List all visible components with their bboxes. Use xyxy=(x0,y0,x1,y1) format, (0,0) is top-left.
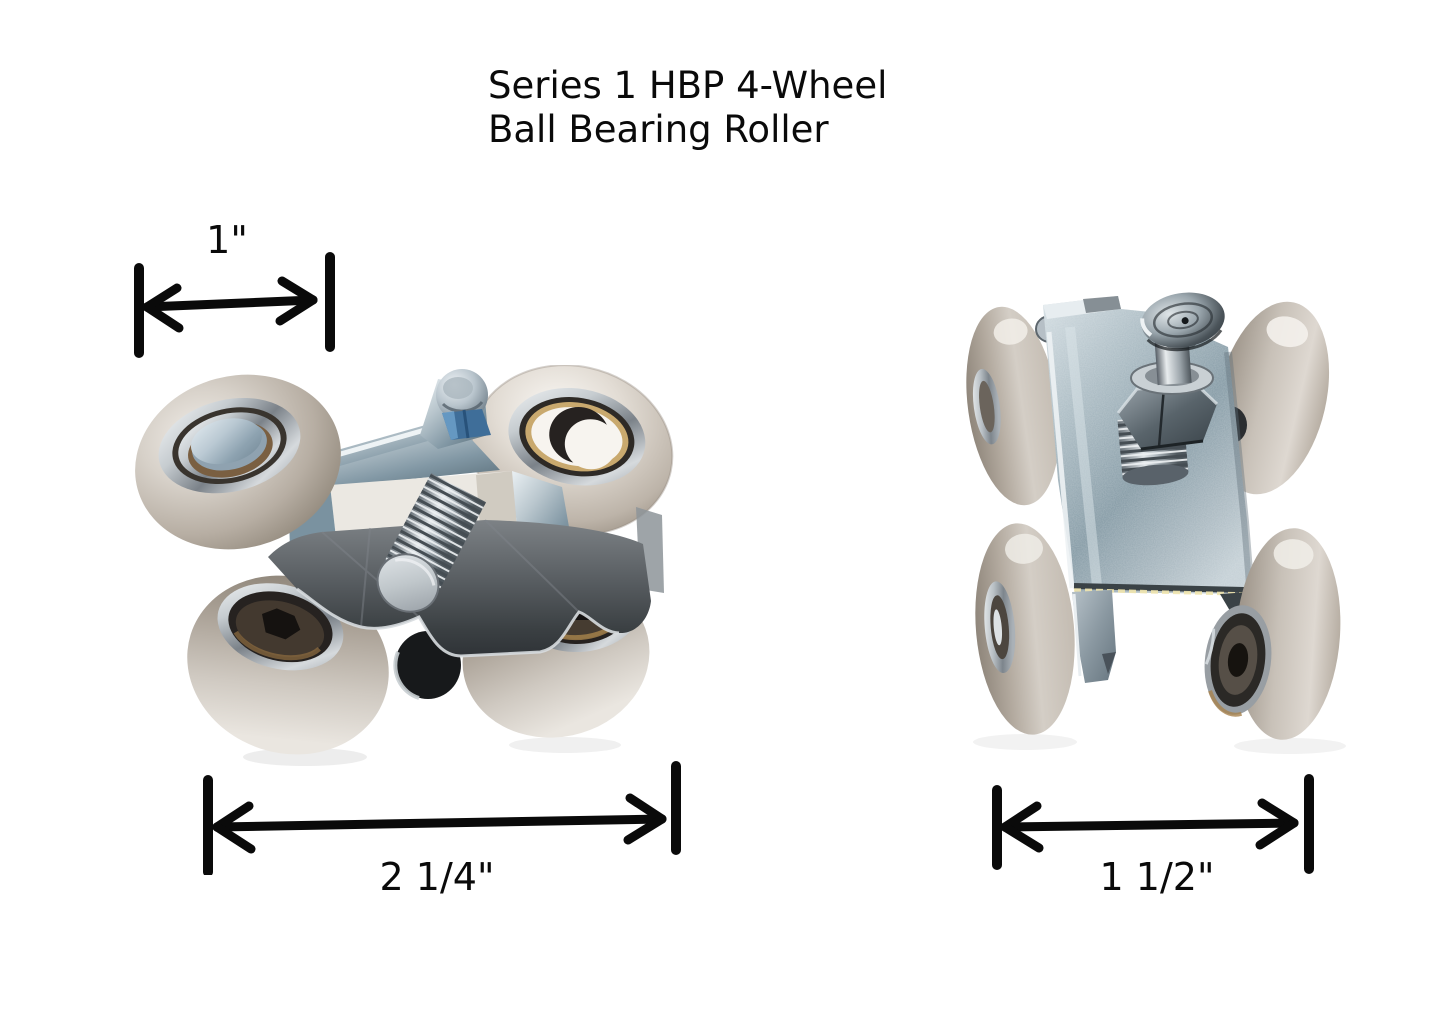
dimension-wheel-width: 1" xyxy=(132,216,337,366)
ball-bearing xyxy=(972,368,1001,445)
dimension-arrow xyxy=(203,761,681,875)
wheel-shadow xyxy=(509,737,621,753)
wheel-shadow xyxy=(973,734,1077,750)
dimension-arrow xyxy=(134,252,335,358)
dimension-wheel-width-label: 1" xyxy=(206,218,248,262)
ball-bearing xyxy=(158,397,301,494)
dimension-arrow xyxy=(992,774,1314,874)
product-title-line1: Series 1 HBP 4-Wheel xyxy=(488,64,888,107)
ball-bearing xyxy=(217,583,344,671)
wheel-shadow xyxy=(1234,738,1346,754)
hanger-bolt xyxy=(1116,292,1225,486)
wheel-top-left xyxy=(966,306,1060,506)
product-title-line2: Ball Bearing Roller xyxy=(488,108,829,151)
wheel-bottom-left xyxy=(187,575,389,755)
dimension-roller-width: 1 1/2" xyxy=(985,760,1325,910)
pivot-stud-head xyxy=(436,369,488,421)
wheel-top-right xyxy=(470,365,674,536)
ball-bearing xyxy=(984,581,1016,674)
wheel-shadow xyxy=(243,748,367,766)
dimension-roller-length-label: 2 1/4" xyxy=(379,855,495,899)
roller-front-view-photo xyxy=(135,365,674,766)
wheel-top-left xyxy=(135,374,341,550)
bolt-head xyxy=(1140,292,1225,352)
hex-nut xyxy=(1118,386,1217,449)
ball-bearing xyxy=(1204,605,1272,717)
threaded-stud xyxy=(376,473,487,613)
wheel-top-right xyxy=(1214,301,1330,495)
dimension-roller-width-label: 1 1/2" xyxy=(1099,855,1215,899)
wheel-bottom-left xyxy=(975,523,1075,735)
ball-bearing xyxy=(508,387,646,486)
dimension-roller-length: 2 1/4" xyxy=(200,760,690,910)
roller-side-view-photo xyxy=(966,292,1346,754)
product-title: Series 1 HBP 4-Wheel Ball Bearing Roller xyxy=(488,64,887,152)
